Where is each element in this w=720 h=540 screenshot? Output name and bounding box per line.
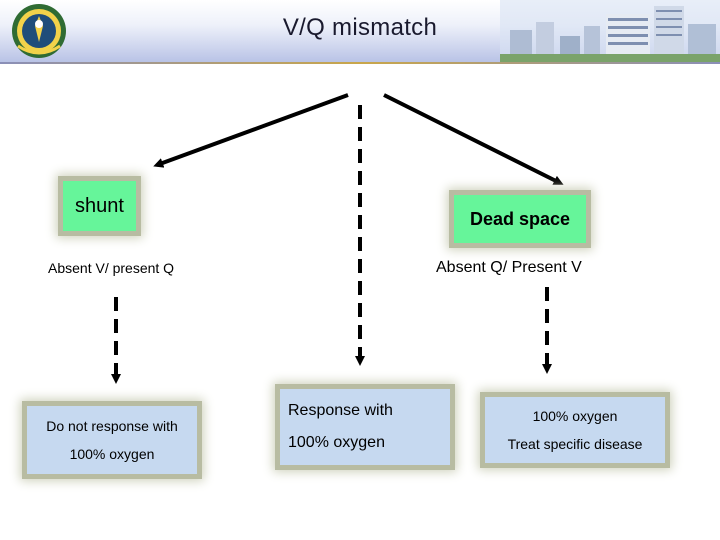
dead-space-result-line-2: Treat specific disease xyxy=(507,436,643,452)
middle-result-line-1: Response with xyxy=(288,402,393,419)
middle-result-line-2: 100% oxygen xyxy=(288,434,385,451)
slide-header: V/Q mismatch xyxy=(0,0,720,62)
dead-space-caption: Absent Q/ Present V xyxy=(436,259,582,276)
shunt-result-line-2: 100% oxygen xyxy=(69,446,155,462)
arrow-to-dead-space xyxy=(383,93,564,185)
shunt-result-box: Do not response with 100% oxygen xyxy=(27,406,197,474)
shunt-caption: Absent V/ present Q xyxy=(48,260,175,276)
shunt-label: shunt xyxy=(75,194,124,217)
dead-space-node: Dead space xyxy=(454,195,586,243)
dead-space-result-line-1: 100% oxygen xyxy=(532,408,618,424)
arrow-to-shunt xyxy=(153,93,349,168)
middle-result-box: Response with 100% oxygen xyxy=(280,389,450,465)
university-seal-icon xyxy=(12,4,66,58)
dead-space-label: Dead space xyxy=(469,208,571,229)
shunt-result-line-1: Do not response with xyxy=(46,418,178,434)
dead-space-result-box: 100% oxygen Treat specific disease xyxy=(485,397,665,463)
hospital-buildings-icon xyxy=(500,0,720,62)
header-divider xyxy=(0,62,720,64)
shunt-node: shunt xyxy=(63,181,136,231)
slide-title: V/Q mismatch xyxy=(282,14,438,41)
